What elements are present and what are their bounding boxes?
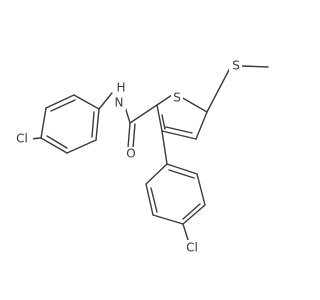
thiophene-ring <box>156 94 208 140</box>
methylthio-group <box>206 65 269 113</box>
left-chlorophenyl-ring <box>29 94 100 154</box>
bond-lr-d1 <box>50 99 76 112</box>
bond-lr-2 <box>45 94 75 109</box>
bond-c2-c3-inner <box>161 114 166 130</box>
bond-c4-c3 <box>161 130 197 140</box>
molecule-canvas: S S N H O Cl Cl <box>13 58 269 255</box>
bond-br-3 <box>152 214 184 225</box>
bond-br-d3 <box>168 169 195 179</box>
bond-br-1 <box>145 163 168 185</box>
thiophene-sulfur-label: S <box>173 91 181 105</box>
bond-br-d1 <box>150 187 158 213</box>
amide-hydrogen-label: H <box>116 81 125 95</box>
bond-c4-c3-inner <box>165 126 193 134</box>
bond-br-2 <box>145 183 154 216</box>
bond-n-aryl <box>98 92 113 110</box>
bond-c2-carbonyl-c <box>129 104 158 124</box>
methylthio-sulfur-label: S <box>232 59 240 73</box>
carbonyl-oxygen-label: O <box>126 147 135 161</box>
bond-c2-s <box>156 94 173 106</box>
bond-br-cl <box>182 223 190 244</box>
amide-group <box>98 92 158 149</box>
bond-br-6 <box>166 163 198 175</box>
bond-lr-6 <box>95 108 100 141</box>
bond-br-5 <box>196 173 206 206</box>
bond-c3-c2 <box>156 104 163 132</box>
bond-c3-bottomring <box>161 130 168 165</box>
bond-s-methyl <box>241 65 269 68</box>
bond-lr-4 <box>40 137 68 154</box>
amide-nitrogen-label: N <box>115 96 124 110</box>
bond-lr-5 <box>66 139 97 154</box>
bond-lr-d2 <box>46 135 68 149</box>
bond-carbonyl-co-double <box>132 123 136 149</box>
bond-carbonyl-co <box>127 122 131 149</box>
left-chlorine-label: Cl <box>16 132 28 146</box>
atom-labels: S S N H O Cl Cl <box>13 59 242 255</box>
bond-br-4 <box>182 204 206 225</box>
bottom-chlorine-label: Cl <box>186 241 198 255</box>
bond-c5-s-methylthio <box>206 67 231 113</box>
bond-lr-3 <box>40 107 47 139</box>
bond-br-d2 <box>182 203 201 220</box>
bottom-chlorophenyl-ring <box>145 130 206 244</box>
bond-c5-c4 <box>195 111 208 140</box>
bond-lr-d3 <box>91 111 95 138</box>
molecule-structure: S S N H O Cl Cl <box>13 58 269 255</box>
bond-s-c5 <box>180 96 208 113</box>
bond-lr-1 <box>73 94 100 110</box>
